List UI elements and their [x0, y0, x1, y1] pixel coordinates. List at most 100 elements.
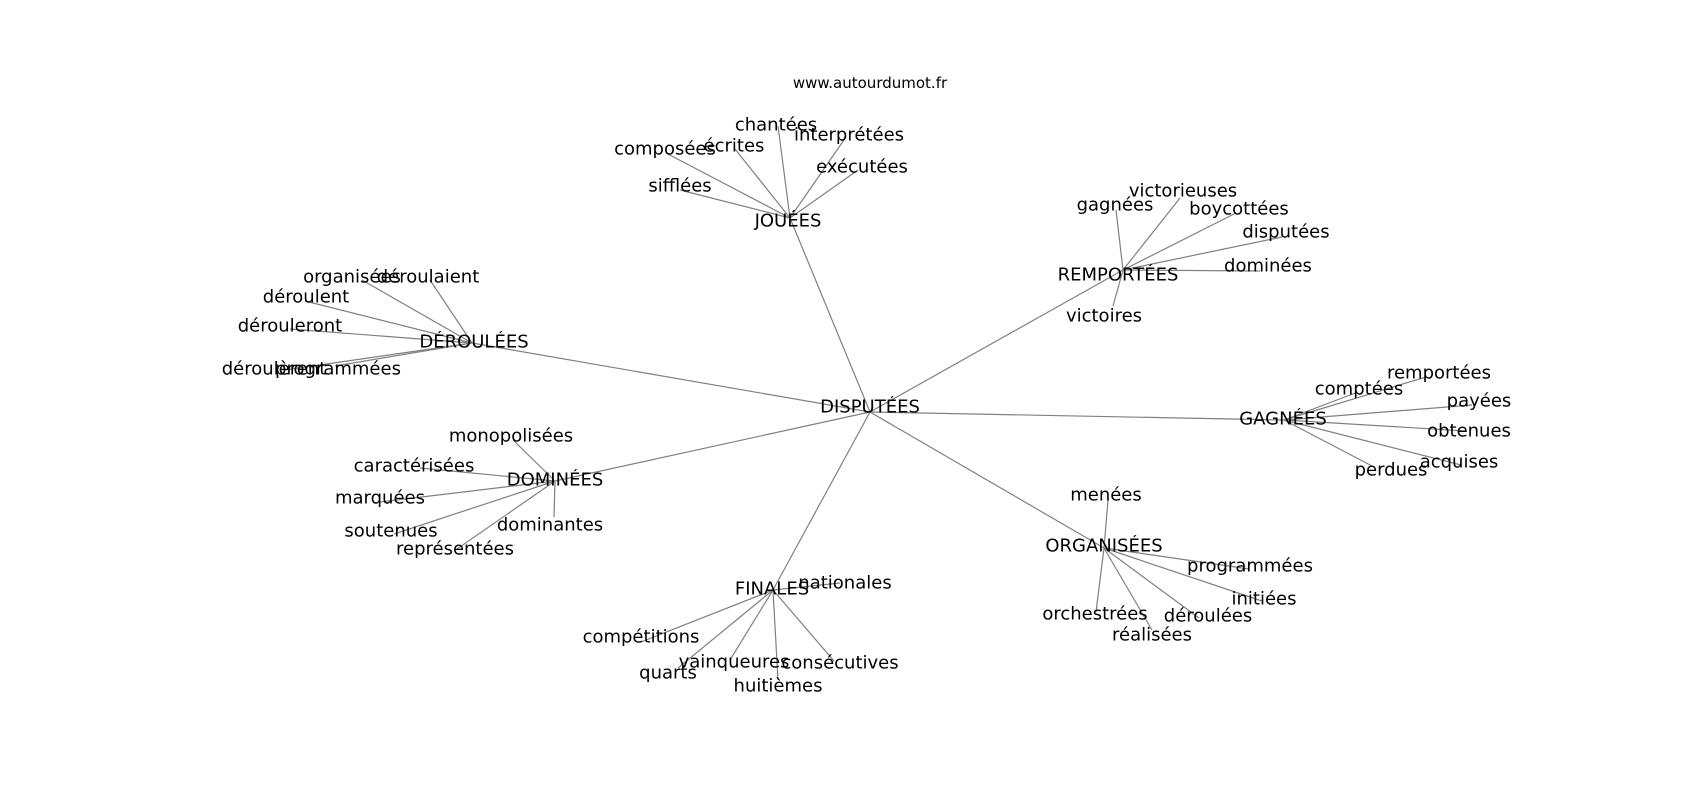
edge-hub-to-leaf [1283, 419, 1467, 432]
hub-node-label: REMPORTÉES [1058, 264, 1179, 286]
edge-hub-to-leaf [419, 467, 556, 482]
leaf-node-label: déroulent [263, 287, 349, 308]
leaf-node-label: marquées [335, 488, 425, 509]
leaf-node-label: menées [1070, 485, 1142, 506]
leaf-node-label: perdues [1355, 460, 1428, 481]
leaf-node-label: caractérisées [354, 456, 475, 477]
edge-hub-to-leaf [1103, 547, 1250, 570]
edge-hub-to-leaf [772, 589, 835, 662]
edge-root-to-hub [789, 217, 871, 413]
leaf-node-label: dérouleront [238, 316, 342, 337]
root-node-label: DISPUTÉES [820, 396, 920, 418]
edge-hub-to-leaf [734, 148, 791, 219]
leaf-node-label: boycottées [1189, 199, 1289, 220]
leaf-node-label: représentées [396, 539, 514, 560]
leaf-node-label: déroulées [1164, 606, 1252, 627]
leaf-node-label: orchestrées [1042, 604, 1147, 625]
edge-hub-to-leaf [1103, 547, 1153, 631]
edge-hub-to-leaf [379, 480, 556, 503]
hub-node-label: DÉROULÉES [419, 331, 528, 353]
leaf-node-label: programmées [1187, 556, 1313, 577]
edge-hub-to-leaf [729, 589, 774, 661]
edge-hub-to-leaf [1122, 236, 1283, 271]
edge-hub-to-leaf [361, 279, 473, 344]
leaf-node-label: initiées [1232, 589, 1297, 610]
leaf-node-label: huitièmes [734, 676, 823, 697]
source-watermark: www.autourdumot.fr [793, 74, 948, 92]
edge-root-to-hub [869, 411, 1105, 549]
leaf-node-label: déroulèrent [222, 359, 327, 380]
edge-hub-to-leaf [640, 589, 774, 643]
edge-hub-to-leaf [1103, 499, 1109, 549]
leaf-node-label: quarts [639, 663, 697, 684]
leaf-node-label: compétitions [583, 627, 700, 648]
leaf-node-label: soutenues [344, 521, 437, 542]
edge-hub-to-leaf [789, 169, 859, 219]
edge-hub-to-leaf [1283, 391, 1359, 421]
edge-hub-to-leaf [304, 300, 473, 344]
edge-hub-to-leaf [677, 589, 774, 669]
leaf-node-label: disputées [1242, 222, 1329, 243]
edge-hub-to-leaf [772, 582, 841, 591]
edge-hub-to-leaf [1095, 547, 1105, 613]
edge-hub-to-leaf [1283, 419, 1375, 468]
hub-node-label: DOMINÉES [507, 469, 604, 491]
leaf-node-label: remportées [1387, 363, 1491, 384]
edge-hub-to-leaf [284, 342, 473, 371]
leaf-node-label: dominantes [497, 515, 603, 536]
edge-hub-to-leaf [456, 480, 556, 550]
edge-hub-to-leaf [1112, 269, 1124, 307]
edge-hub-to-leaf [1122, 197, 1181, 271]
edge-hub-to-leaf [393, 480, 556, 535]
leaf-node-label: gagnées [1077, 195, 1154, 216]
leaf-node-label: interprétées [794, 125, 904, 146]
edge-hub-to-leaf [1283, 376, 1427, 421]
hub-node-label: FINALES [735, 579, 809, 600]
edge-root-to-hub [772, 411, 871, 591]
leaf-node-label: victorieuses [1129, 181, 1237, 202]
edge-hub-to-leaf [1122, 212, 1237, 271]
edge-root-to-hub [471, 342, 871, 413]
leaf-node-label: programmées [275, 359, 401, 380]
leaf-node-label: composées [614, 139, 716, 160]
leaf-node-label: acquises [1420, 452, 1499, 473]
edge-hub-to-leaf [334, 342, 473, 367]
leaf-node-label: organisées [303, 267, 401, 288]
leaf-node-label: consécutives [781, 653, 898, 674]
edge-hub-to-leaf [429, 279, 473, 344]
edge-hub-to-leaf [1283, 419, 1462, 466]
edge-root-to-hub [869, 269, 1124, 413]
edge-hub-to-leaf [789, 136, 847, 219]
leaf-node-label: payées [1447, 391, 1512, 412]
edge-hub-to-leaf [1122, 269, 1261, 272]
hub-node-label: GAGNÉES [1239, 408, 1327, 430]
hub-node-label: ORGANISÉES [1045, 535, 1162, 557]
leaf-node-label: sifflées [648, 176, 711, 197]
edge-hub-to-leaf [1103, 547, 1263, 602]
leaf-node-label: écrites [704, 136, 765, 157]
edge-hub-to-leaf [289, 328, 473, 344]
edge-hub-to-leaf [777, 125, 791, 219]
edge-root-to-hub [554, 411, 871, 482]
leaf-node-label: exécutées [816, 157, 908, 178]
leaf-node-label: réalisées [1112, 625, 1192, 646]
leaf-node-label: vainqueures [679, 652, 790, 673]
leaf-node-label: comptées [1315, 379, 1403, 400]
edge-hub-to-leaf [1103, 547, 1200, 619]
edge-hub-to-leaf [1115, 209, 1124, 271]
leaf-node-label: victoires [1066, 306, 1142, 327]
leaf-node-label: nationales [798, 573, 891, 594]
edge-hub-to-leaf [1283, 404, 1473, 421]
edge-root-to-hub [869, 411, 1285, 421]
edge-hub-to-leaf [512, 439, 556, 482]
edge-hub-to-leaf [553, 480, 556, 518]
leaf-node-label: monopolisées [449, 426, 573, 447]
graph-edges [284, 125, 1473, 681]
edge-hub-to-leaf [665, 152, 791, 219]
edge-hub-to-leaf [679, 189, 791, 219]
leaf-node-label: obtenues [1427, 421, 1511, 442]
hub-node-label: JOUÉES [754, 210, 822, 232]
leaf-node-label: chantées [735, 115, 817, 136]
